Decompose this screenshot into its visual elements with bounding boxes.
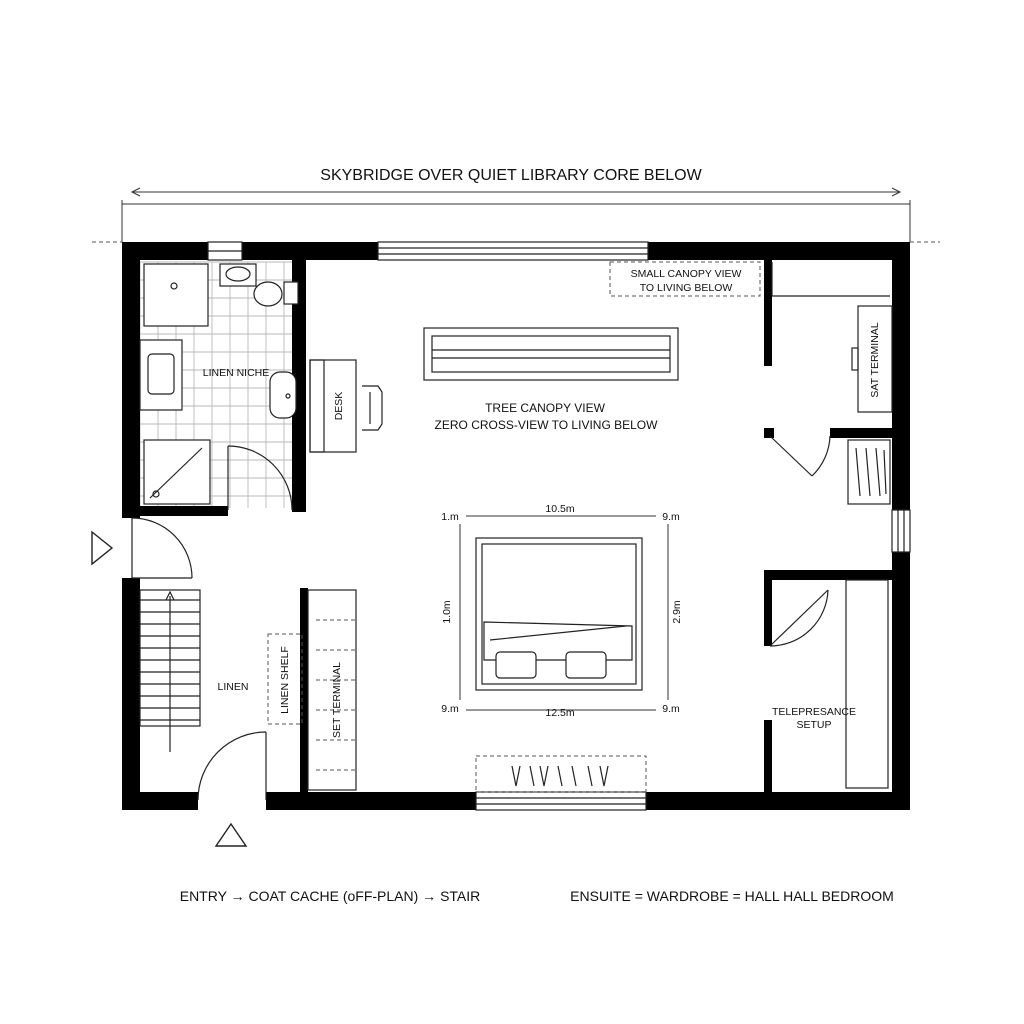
linen-shelf-label: LINEN SHELF — [279, 646, 291, 714]
linen-niche-label: LINEN NICHE — [203, 367, 270, 379]
tree-canopy-view-label: TREE CANOPY VIEW — [485, 401, 605, 415]
dim-bottom-center: 12.5m — [545, 707, 574, 719]
dim-top-right: 9.m — [662, 511, 680, 523]
footer-right-sequence: ENSUITE = WARDROBE = HALL HALL BEDROOM — [570, 888, 894, 904]
windows — [207, 241, 911, 811]
entry-arrow-up-icon — [214, 822, 248, 847]
title-dimension-line — [92, 187, 940, 243]
desk-label: DESK — [333, 392, 345, 421]
bed-dimension-lines — [459, 515, 669, 711]
entry-door — [131, 517, 193, 579]
linen-label: LINEN — [218, 681, 249, 693]
dim-left-mid: 1.0m — [441, 600, 453, 624]
canopy-window-seat — [423, 327, 679, 381]
linen-shelf: LINEN SHELF — [267, 633, 303, 725]
footer-left-sequence: ENTRY → COAT CACHE (oFF-PLAN) → STAIR — [180, 888, 481, 904]
dim-right-mid: 2.9m — [671, 600, 683, 624]
telepresence-room-door — [769, 589, 829, 647]
terminal-shelving: SET TERMINAL — [307, 589, 357, 791]
small-canopy-view-line2: TO LIVING BELOW — [640, 282, 733, 294]
shower — [143, 439, 211, 505]
bathroom-door — [227, 445, 293, 511]
set-terminal-label: SET TERMINAL — [331, 662, 343, 738]
wardrobe-door — [769, 435, 831, 477]
sink-top — [219, 263, 257, 287]
bed — [475, 537, 643, 691]
telepresence-line1: TELEPRESANCE — [772, 706, 856, 718]
toilet — [253, 281, 299, 307]
zero-cross-view-label: ZERO CROSS-VIEW TO LIVING BELOW — [435, 418, 659, 432]
telepresence-cabinet — [845, 579, 889, 789]
stair — [139, 589, 201, 752]
washbasin — [269, 371, 297, 419]
window-bench — [475, 755, 647, 793]
dim-bottom-left: 9.m — [441, 703, 459, 715]
desk: DESK — [309, 359, 383, 453]
wardrobe-rail — [847, 439, 891, 505]
plan-title: SKYBRIDGE OVER QUIET LIBRARY CORE BELOW — [320, 167, 702, 184]
bathtub — [143, 263, 209, 327]
dim-top-left: 1.m — [441, 511, 459, 523]
telepresence-line2: SETUP — [796, 719, 831, 731]
dim-bottom-right: 9.m — [662, 703, 680, 715]
vanity-sink — [139, 339, 183, 411]
stair-door — [197, 731, 267, 801]
sat-terminal-label: SAT TERMINAL — [869, 322, 881, 397]
terminal-counter: SAT TERMINAL — [771, 262, 893, 413]
small-canopy-view-line1: SMALL CANOPY VIEW — [631, 268, 742, 280]
small-canopy-view: SMALL CANOPY VIEW TO LIVING BELOW — [609, 261, 761, 297]
walls — [122, 242, 910, 810]
entry-arrow-left-icon — [91, 530, 114, 566]
dim-top-center: 10.5m — [545, 503, 574, 515]
